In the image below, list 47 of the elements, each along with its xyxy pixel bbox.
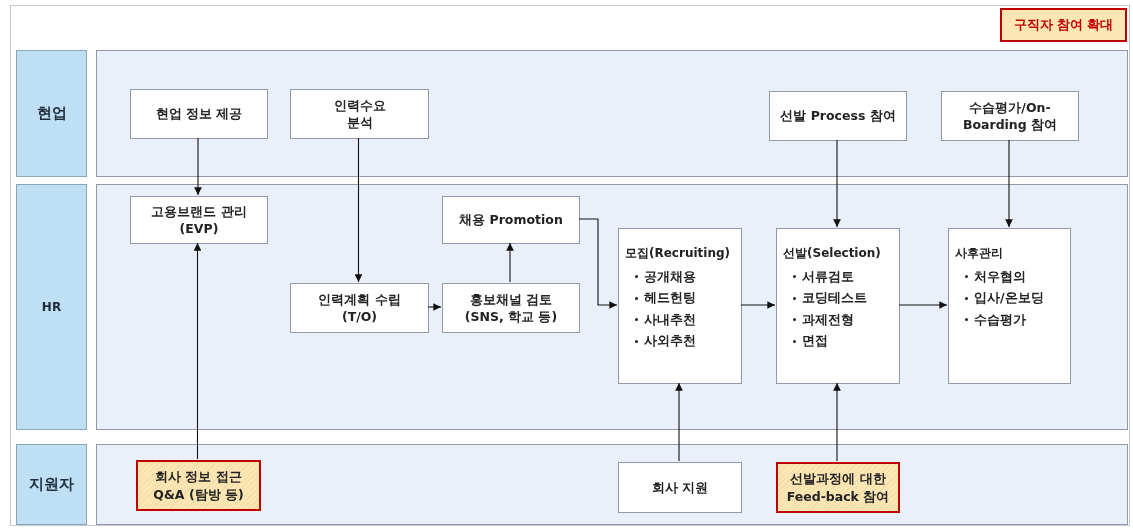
process-box: 수습평가/On-Boarding 참여 [941,91,1079,141]
arrow [675,382,683,462]
box-heading: 선발(Selection) [783,245,881,262]
bullet-item: 면접 [793,332,828,350]
lane-header: 현업 [16,50,87,177]
lane-header: HR [16,184,87,430]
bullet-item: 수습평가 [965,310,1026,329]
lane-band [96,50,1128,177]
process-box [618,228,742,384]
process-box: 회사 지원 [618,462,742,513]
arrow [427,303,442,311]
bullet-item: 처우협의 [965,267,1026,286]
arrow [833,382,841,462]
bullet-item: 입사/온보딩 [965,289,1044,307]
bullet-item: 사외추천 [635,332,696,350]
process-box: 고용브랜드 관리 (EVP) [130,196,268,244]
legend-box: 구직자 참여 확대 [1000,8,1127,42]
process-box [948,228,1071,384]
bullet-item: 사내추천 [635,310,696,329]
arrow [194,137,202,196]
process-box: 홍보채널 검토 (SNS, 학교 등) [442,283,580,333]
lane-band [96,184,1128,430]
highlighted-box: 선발과정에 대한 Feed-back 참여 [776,462,900,513]
process-box: 인력계획 수립 (T/O) [290,283,429,333]
highlighted-box: 회사 정보 접근 Q&A (탐방 등) [136,460,261,511]
arrow [1005,139,1013,228]
bullet-item: 헤드헌팅 [635,289,696,307]
bullet-item: 공개채용 [635,267,696,286]
arrow [740,301,776,309]
arrow [898,301,948,309]
arrow [578,218,618,309]
lane-band [96,444,1128,525]
process-box: 현업 정보 제공 [130,89,268,139]
box-heading: 사후관리 [955,245,1003,262]
bullet-item: 코딩테스트 [793,289,867,307]
lane-header: 지원자 [16,444,87,525]
process-box: 채용 Promotion [442,196,580,244]
box-heading: 모집(Recruiting) [625,245,731,262]
arrow [833,139,841,228]
process-box: 선발 Process 참여 [769,91,907,141]
arrow [506,242,514,283]
process-box: 인력수요 분석 [290,89,429,139]
arrow [354,137,363,283]
arrow [193,242,202,460]
process-box [776,228,900,384]
bullet-item: 과제전형 [793,310,854,329]
bullet-item: 서류검토 [793,267,854,286]
